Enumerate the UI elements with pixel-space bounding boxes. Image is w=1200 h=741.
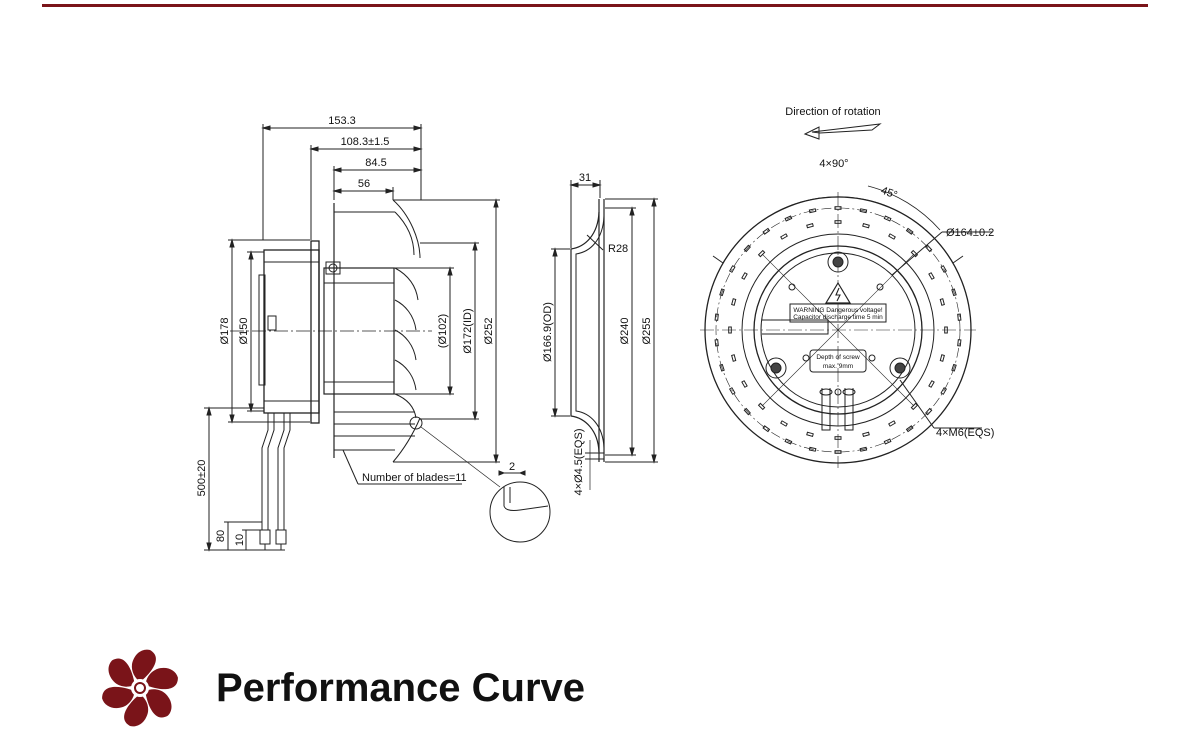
impeller-slot	[834, 450, 842, 454]
impeller-slot	[905, 425, 914, 433]
fan-blade	[102, 686, 135, 709]
header-rule-bar	[42, 4, 1148, 7]
dim-153-label: 153.3	[328, 115, 356, 127]
angle-4x90-label: 4×90°	[819, 158, 848, 170]
impeller-slot	[762, 425, 771, 433]
impeller-slot	[762, 227, 771, 235]
fan-icon	[102, 649, 178, 727]
header-rule	[42, 4, 1148, 7]
side-view	[204, 124, 551, 552]
impeller-slot	[925, 244, 933, 253]
fan-blade	[145, 667, 178, 690]
dim-255-label: Ø255	[641, 318, 653, 345]
impeller-slot	[741, 272, 748, 280]
section-title: Performance Curve	[216, 666, 586, 710]
impeller-slot	[951, 288, 957, 297]
impeller-slot	[808, 446, 817, 452]
impeller-slot	[859, 208, 868, 214]
impeller-slot	[780, 420, 788, 427]
impeller-slot	[951, 363, 957, 372]
impeller-slot	[888, 233, 896, 240]
impeller-slot	[940, 265, 948, 273]
dim-10-label: 10	[234, 534, 246, 546]
fan-blade	[108, 658, 135, 687]
impeller-slot	[714, 313, 719, 321]
impeller-slot	[859, 446, 868, 452]
impeller-slot	[719, 288, 725, 297]
holes-label: 4×Ø4.5(EQS)	[573, 429, 585, 496]
dim-252-label: Ø252	[483, 318, 495, 345]
dim-240-label: Ø240	[619, 318, 631, 345]
dim-500-label: 500±20	[196, 460, 208, 497]
r28-label: R28	[608, 243, 628, 255]
impeller-slot	[862, 431, 870, 437]
impeller-slot	[806, 431, 814, 437]
dim-178-label: Ø178	[219, 318, 231, 345]
impeller-slot	[743, 244, 751, 253]
dim-84-label: 84.5	[365, 157, 386, 169]
inlet-ring-view	[551, 180, 658, 490]
impeller-slot	[728, 265, 736, 273]
impeller-slot	[883, 438, 892, 445]
impeller-slot	[957, 313, 962, 321]
front-view	[700, 123, 992, 468]
m6-label: 4×M6(EQS)	[936, 427, 994, 439]
impeller-slot	[741, 380, 748, 388]
impeller-slot	[743, 407, 751, 416]
impeller-slot	[731, 354, 737, 362]
blades-label: Number of blades=11	[362, 472, 467, 484]
impeller-slot	[862, 223, 870, 229]
warning-line-2: Capacitor discharge time 5 min	[793, 314, 883, 321]
fan-blade	[145, 689, 172, 718]
performance-curve-header: Performance Curve	[98, 640, 798, 740]
rotation-label: Direction of rotation	[785, 106, 880, 118]
impeller-slot	[957, 339, 962, 347]
impeller-slot	[784, 215, 793, 222]
impeller-slot	[940, 387, 948, 395]
impeller-slot	[939, 354, 945, 362]
fan-blade	[124, 694, 149, 727]
warning-line-1: WARNING Dangerous voltage!	[793, 307, 883, 314]
impeller-slot	[888, 420, 896, 427]
impeller-slot	[731, 298, 737, 306]
dim-172-label: Ø172(ID)	[462, 308, 474, 353]
impeller-slot	[719, 363, 725, 372]
detail-2-label: 2	[509, 461, 515, 473]
impeller-slot	[714, 339, 719, 347]
impeller-slot	[928, 272, 935, 280]
dim-56-label: 56	[358, 178, 370, 190]
depth-line-2: max. 9mm	[823, 363, 853, 370]
impeller-slot	[928, 380, 935, 388]
dim-80-label: 80	[215, 530, 227, 542]
depth-line-1: Depth of screw	[816, 354, 860, 361]
impeller-slot	[728, 387, 736, 395]
impeller-slot	[808, 208, 817, 214]
impeller-slot	[883, 215, 892, 222]
dim-31-label: 31	[579, 172, 591, 184]
impeller-slot	[806, 223, 814, 229]
dim-108-label: 108.3±1.5	[341, 136, 390, 148]
impeller-slot	[780, 233, 788, 240]
impeller-slot	[925, 407, 933, 416]
dim-102-label: (Ø102)	[437, 314, 449, 348]
impeller-slot	[939, 298, 945, 306]
angle-45-label: 45°	[879, 185, 899, 202]
dia-164-label: Ø164±0.2	[946, 227, 994, 239]
impeller-slot	[784, 438, 793, 445]
dim-150-label: Ø150	[238, 318, 250, 345]
fan-blade	[131, 649, 156, 682]
od-label: Ø166.9(OD)	[542, 302, 554, 362]
impeller-slot	[905, 227, 914, 235]
technical-drawing: 153.3 108.3±1.5 84.5 56 Ø178 Ø150 (Ø102)…	[196, 106, 994, 552]
